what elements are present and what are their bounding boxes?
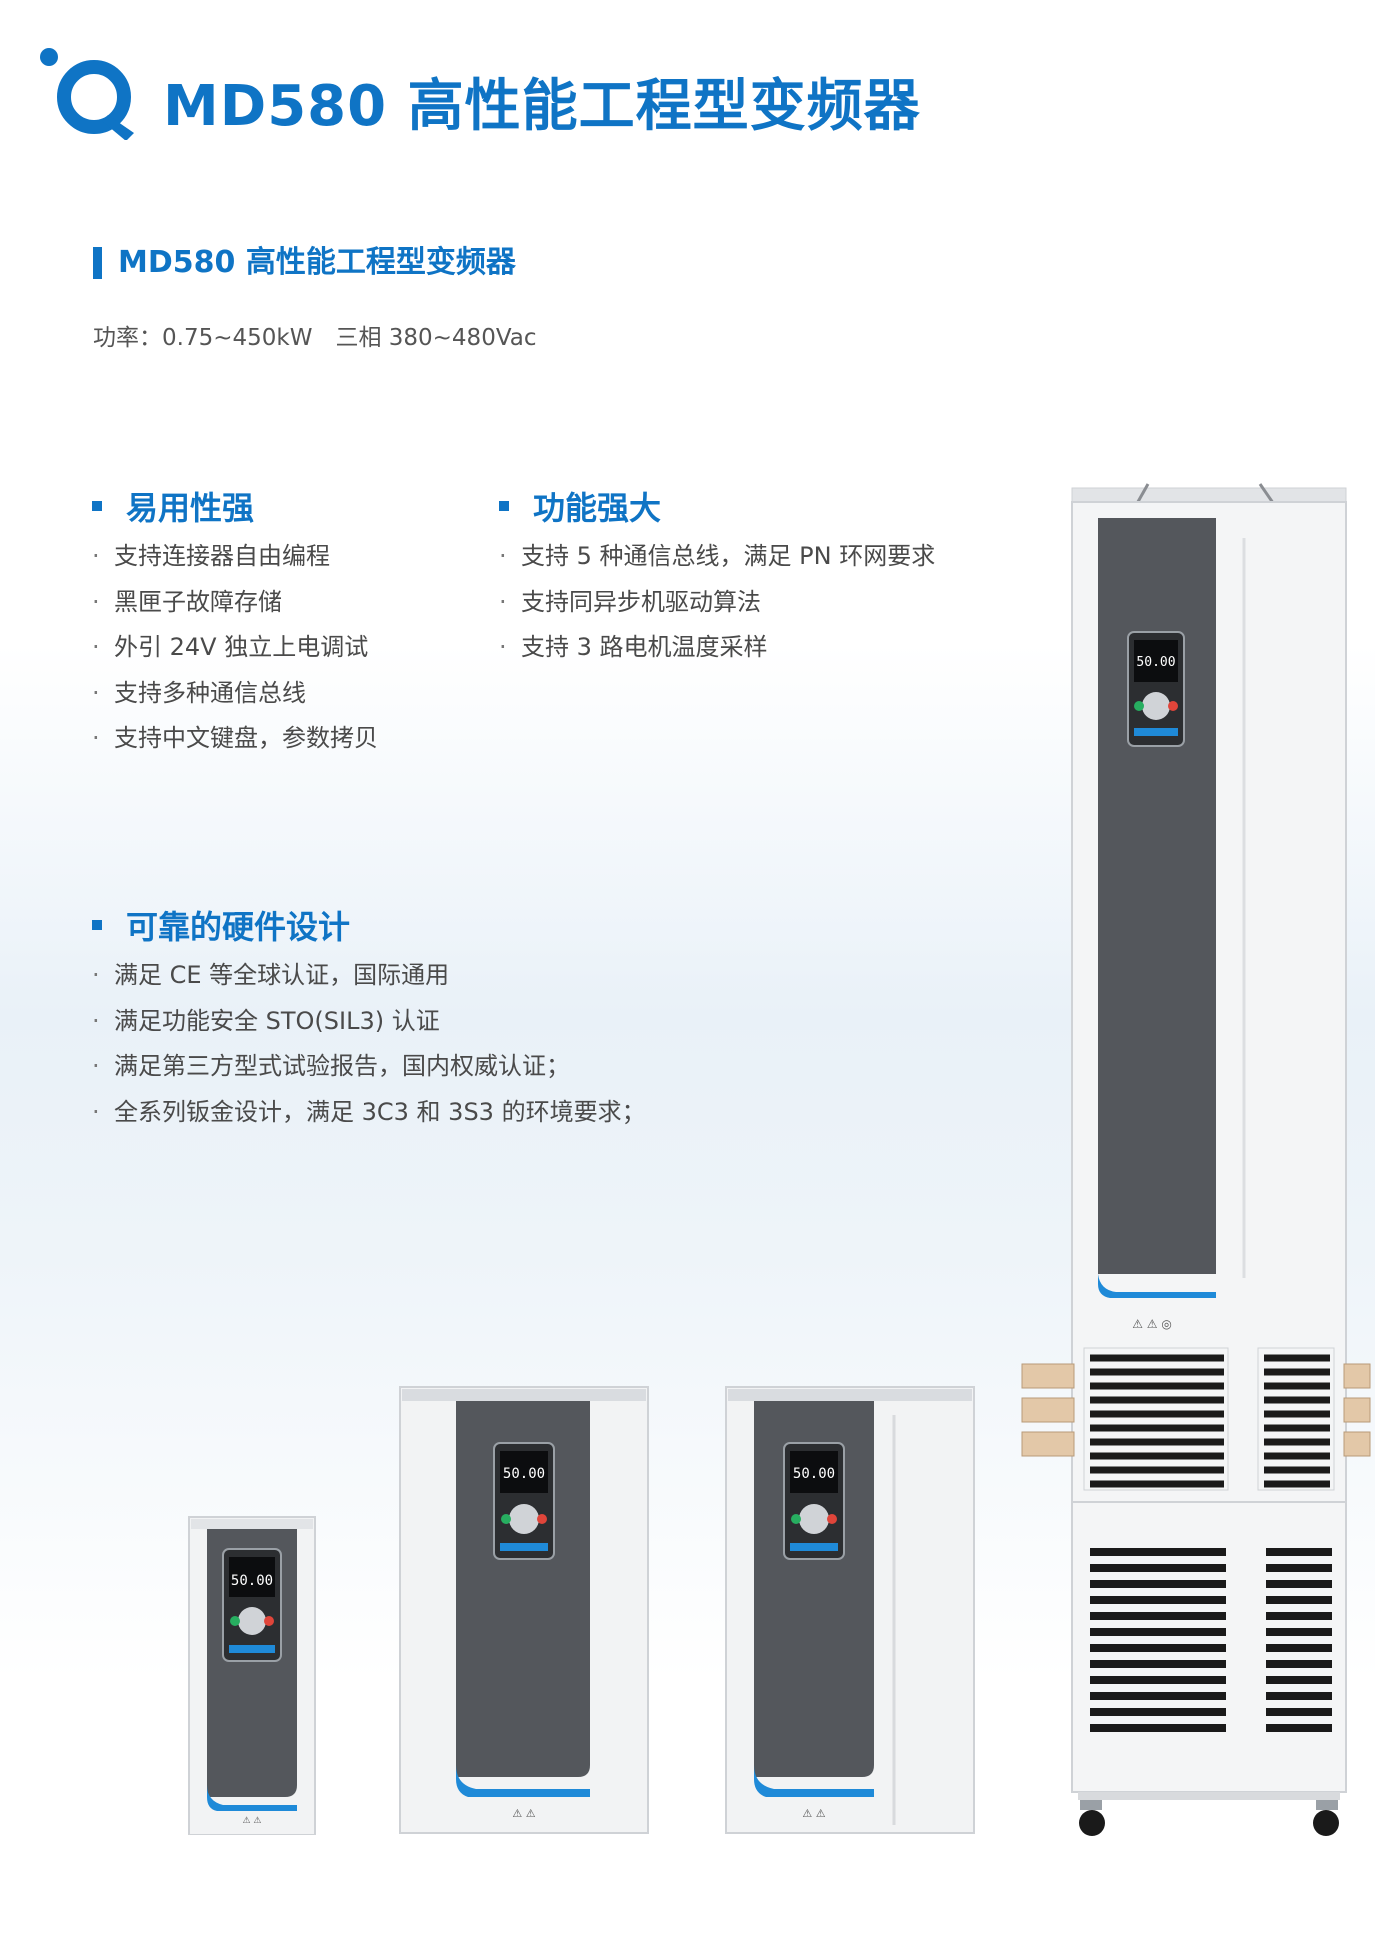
feature-heading: 易用性强 bbox=[92, 484, 378, 528]
keypad-display: 50.00 bbox=[1136, 655, 1175, 670]
svg-text:⚠ ⚠: ⚠ ⚠ bbox=[512, 1807, 535, 1820]
list-item: 支持同异步机驱动算法 bbox=[499, 580, 935, 626]
svg-text:⚠ ⚠: ⚠ ⚠ bbox=[243, 1816, 262, 1826]
feature-easy-use: 易用性强 支持连接器自由编程 黑匣子故障存储 外引 24V 独立上电调试 支持多… bbox=[92, 484, 378, 762]
list-item: 支持中文键盘，参数拷贝 bbox=[92, 716, 378, 762]
feature-heading-text: 功能强大 bbox=[533, 489, 662, 527]
list-item: 支持 5 种通信总线，满足 PN 环网要求 bbox=[499, 534, 935, 580]
brand-logo-icon bbox=[40, 48, 134, 140]
keypad-display: 50.00 bbox=[503, 1466, 545, 1482]
feature-heading: 可靠的硬件设计 bbox=[92, 903, 646, 947]
svg-text:⚠ ⚠ ◎: ⚠ ⚠ ◎ bbox=[1132, 1317, 1172, 1331]
feature-list: 满足 CE 等全球认证，国际通用 满足功能安全 STO(SIL3) 认证 满足第… bbox=[92, 953, 646, 1135]
list-item: 支持多种通信总线 bbox=[92, 671, 378, 717]
list-item: 支持 3 路电机温度采样 bbox=[499, 625, 935, 671]
keypad-display: 50.00 bbox=[793, 1466, 835, 1482]
inverter-cabinet-image: 50.00 ⚠ ⚠ ◎ bbox=[1021, 483, 1371, 1836]
section-marker-bar bbox=[93, 247, 102, 279]
inverter-small-image: 50.00 ⚠ ⚠ bbox=[188, 1516, 316, 1835]
feature-heading-text: 可靠的硬件设计 bbox=[126, 908, 351, 946]
inverter-medium-image: 50.00 ⚠ ⚠ bbox=[399, 1386, 649, 1834]
feature-heading: 功能强大 bbox=[499, 484, 935, 528]
list-item: 满足功能安全 STO(SIL3) 认证 bbox=[92, 999, 646, 1045]
feature-heading-text: 易用性强 bbox=[126, 489, 255, 527]
feature-list: 支持连接器自由编程 黑匣子故障存储 外引 24V 独立上电调试 支持多种通信总线… bbox=[92, 534, 378, 762]
list-item: 满足 CE 等全球认证，国际通用 bbox=[92, 953, 646, 999]
product-spec: 功率：0.75~450kW 三相 380~480Vac bbox=[93, 325, 537, 351]
keypad-display: 50.00 bbox=[231, 1573, 273, 1589]
feature-list: 支持 5 种通信总线，满足 PN 环网要求 支持同异步机驱动算法 支持 3 路电… bbox=[499, 534, 935, 671]
list-item: 全系列钣金设计，满足 3C3 和 3S3 的环境要求； bbox=[92, 1090, 646, 1136]
list-item: 支持连接器自由编程 bbox=[92, 534, 378, 580]
bullet-square-icon bbox=[499, 501, 509, 511]
page-title: MD580 高性能工程型变频器 bbox=[163, 74, 921, 139]
product-title: MD580 高性能工程型变频器 bbox=[118, 245, 516, 280]
list-item: 满足第三方型式试验报告，国内权威认证； bbox=[92, 1044, 646, 1090]
feature-hardware: 可靠的硬件设计 满足 CE 等全球认证，国际通用 满足功能安全 STO(SIL3… bbox=[92, 903, 646, 1135]
inverter-medium-alt-image: 50.00 ⚠ ⚠ bbox=[725, 1386, 975, 1834]
list-item: 外引 24V 独立上电调试 bbox=[92, 625, 378, 671]
svg-text:⚠ ⚠: ⚠ ⚠ bbox=[802, 1807, 825, 1820]
feature-powerful: 功能强大 支持 5 种通信总线，满足 PN 环网要求 支持同异步机驱动算法 支持… bbox=[499, 484, 935, 671]
list-item: 黑匣子故障存储 bbox=[92, 580, 378, 626]
bullet-square-icon bbox=[92, 920, 102, 930]
bullet-square-icon bbox=[92, 501, 102, 511]
